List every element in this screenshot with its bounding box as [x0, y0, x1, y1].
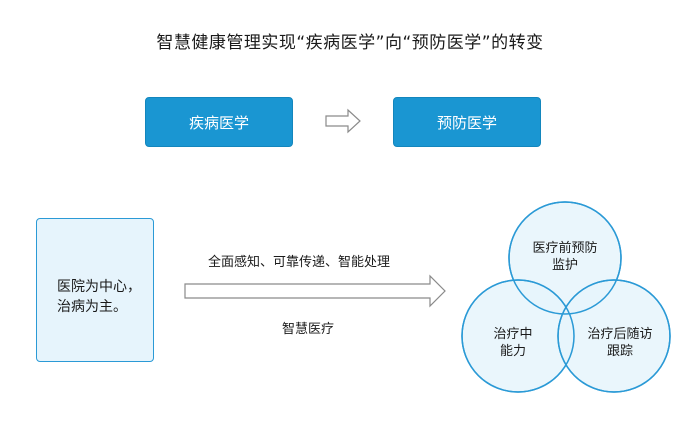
preventive-medicine-label: 预防医学	[436, 113, 497, 132]
hospital-centered-line2: 治病为主。	[57, 299, 127, 315]
diagram-title: 智慧健康管理实现“疾病医学”向“预防医学”的转变	[156, 33, 544, 53]
arrow-bottom-label: 智慧医疗	[282, 322, 335, 337]
circle-left-line2: 能力	[499, 344, 526, 359]
arrow-top-label: 全面感知、可靠传递、智能处理	[208, 255, 391, 270]
circle-top-text: 医疗前预防 监护	[515, 240, 615, 274]
circle-right-line2: 跟踪	[606, 344, 633, 359]
circle-left-line1: 治疗中	[493, 327, 533, 342]
circle-right-line1: 治疗后随访	[587, 327, 653, 342]
circle-right-text: 治疗后随访 跟踪	[575, 326, 665, 360]
disease-medicine-box: 疾病医学	[145, 97, 293, 147]
main-arrow-icon	[184, 274, 446, 308]
circle-top-line1: 医疗前预防	[532, 241, 598, 256]
circle-left-text: 治疗中 能力	[478, 326, 548, 360]
top-arrow-icon	[325, 108, 361, 134]
hospital-centered-line1: 医院为中心，	[57, 279, 141, 295]
preventive-medicine-box: 预防医学	[393, 97, 541, 147]
disease-medicine-label: 疾病医学	[188, 113, 249, 132]
hospital-centered-box: 医院为中心， 治病为主。	[36, 218, 154, 362]
circle-top-line2: 监护	[551, 258, 578, 273]
